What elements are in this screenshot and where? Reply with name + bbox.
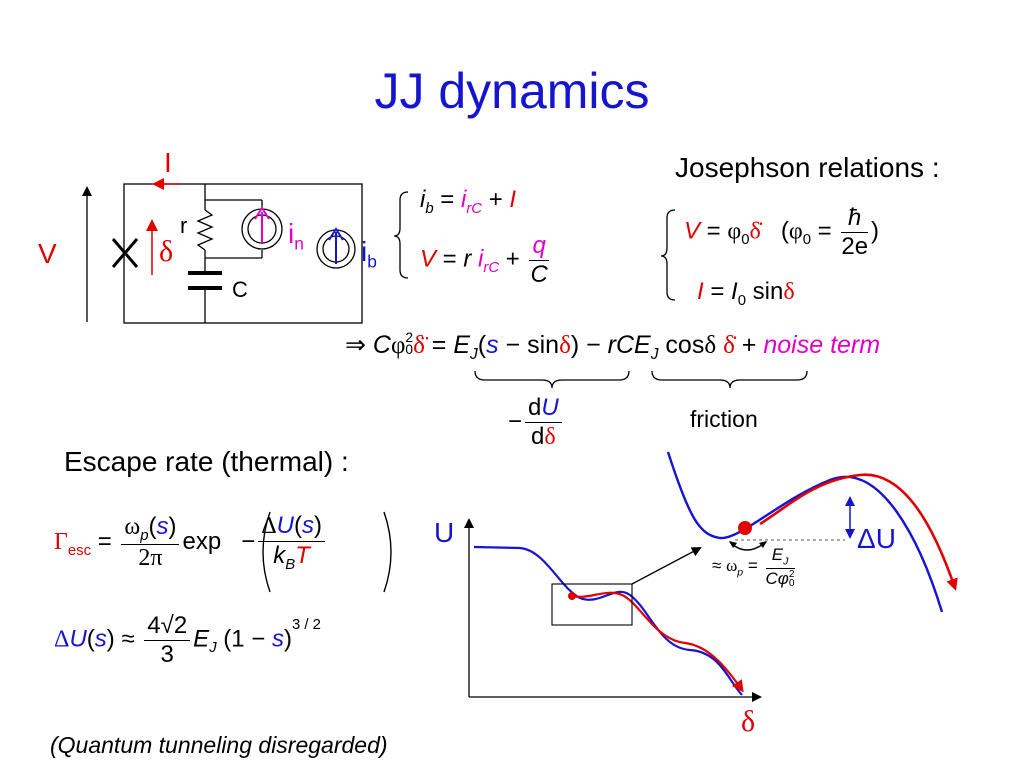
phase-particle xyxy=(568,592,576,600)
resistor-symbol xyxy=(196,209,214,251)
delta-axis-label: δ xyxy=(741,705,756,738)
potential-underbrace xyxy=(474,370,630,389)
exp-paren-left xyxy=(262,511,271,593)
resistor-label: r xyxy=(180,213,188,238)
barrier-label: ΔU xyxy=(857,523,896,554)
slide-title: JJ dynamics xyxy=(374,63,650,119)
kirchhoff-current-eq: ib = irC + I xyxy=(420,186,517,217)
zoom-box xyxy=(551,583,633,626)
inset-well-curve xyxy=(666,451,944,613)
potential-plot xyxy=(464,518,762,702)
friction-underbrace xyxy=(651,370,808,389)
u-axis-label: U xyxy=(434,517,455,548)
zoom-arrow xyxy=(631,547,702,585)
well-inset xyxy=(666,451,958,613)
circuit-schematic xyxy=(82,178,363,324)
inset-escape-path xyxy=(759,473,958,591)
inset-particle xyxy=(738,521,752,535)
current-label: I xyxy=(164,147,172,178)
bias-current-label: ib xyxy=(361,236,377,272)
friction-label: friction xyxy=(690,406,758,432)
phase-trajectory xyxy=(571,591,744,693)
josephson-heading: Josephson relations : xyxy=(675,152,940,183)
phase-label: δ xyxy=(159,235,174,268)
noise-current-label: in xyxy=(288,218,304,254)
josephson-current-eq: I = I0 sinδ xyxy=(697,278,795,309)
escape-heading: Escape rate (thermal) : xyxy=(64,446,349,477)
footnote: (Quantum tunneling disregarded) xyxy=(50,732,388,758)
josephson-brace xyxy=(660,209,676,301)
exp-paren-right xyxy=(383,511,392,593)
system-brace xyxy=(393,191,409,279)
capacitor-label: C xyxy=(232,277,248,302)
tilted-washboard-curve xyxy=(473,545,743,696)
voltage-label: V xyxy=(38,238,57,269)
